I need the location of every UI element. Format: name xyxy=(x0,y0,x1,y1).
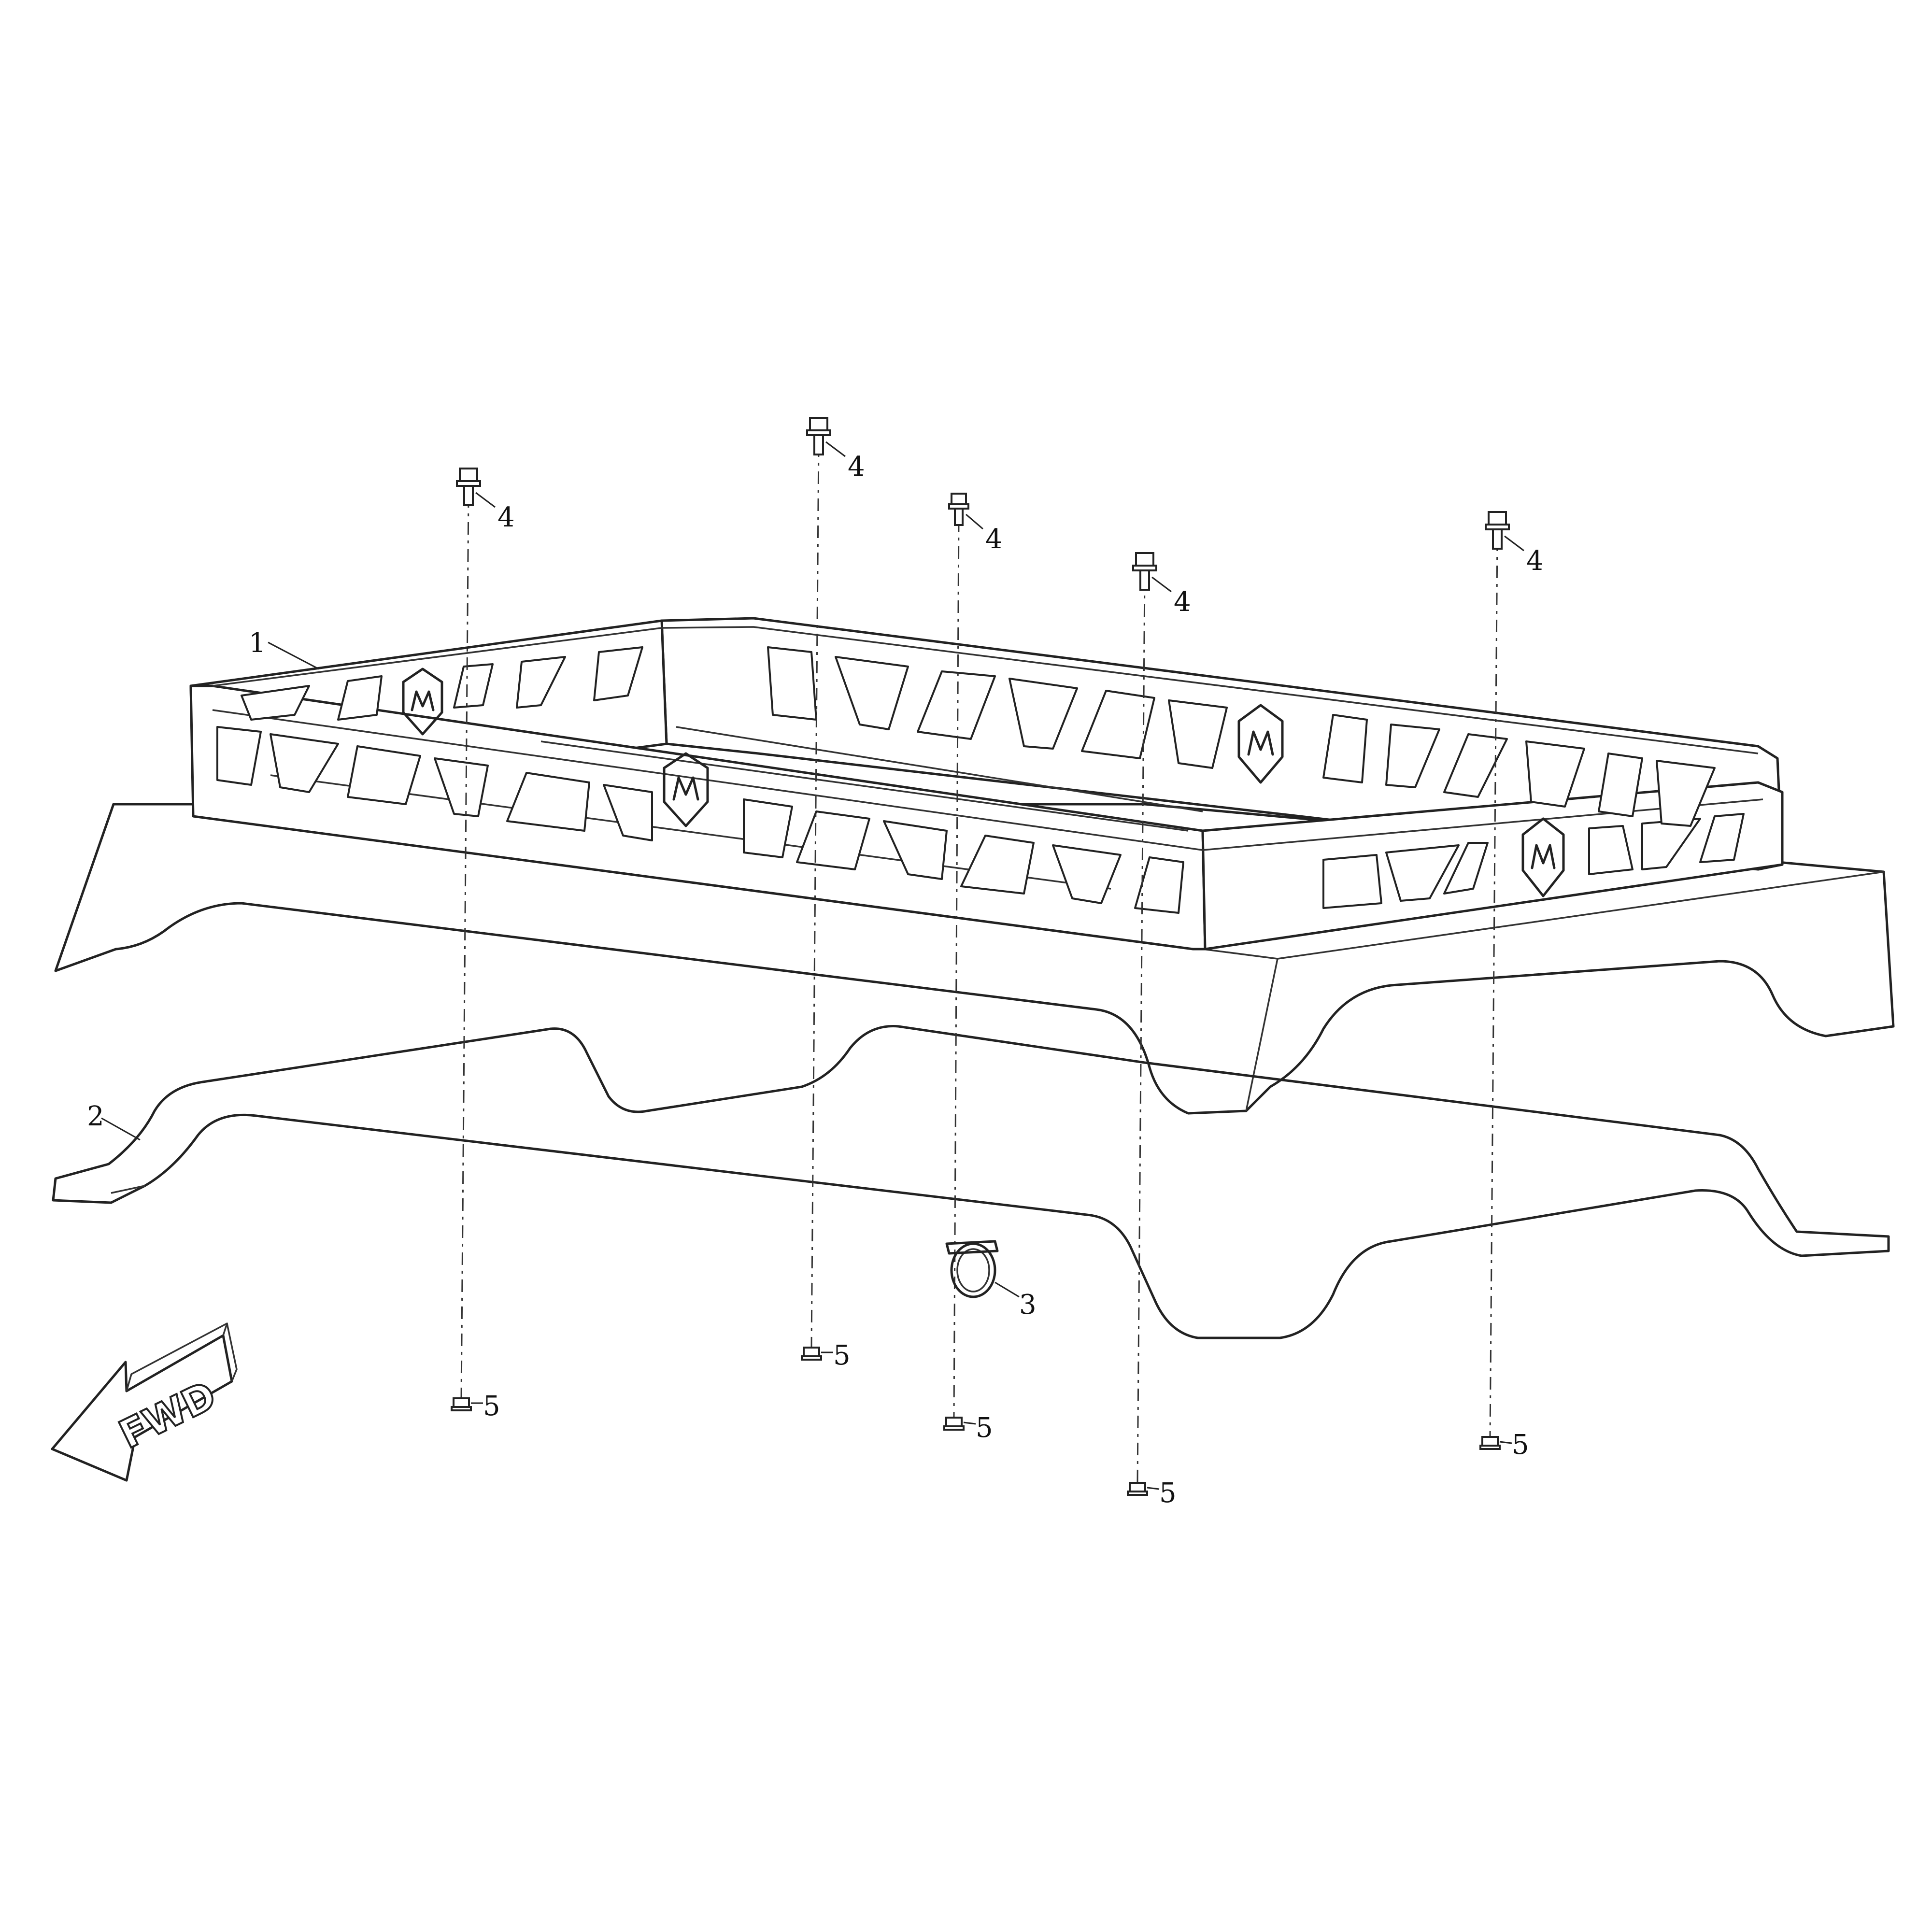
cargo-rack xyxy=(189,617,1784,951)
flange-nut-icon xyxy=(1127,1482,1148,1496)
callout-part-1: 1 xyxy=(249,627,266,659)
bolt-fasteners xyxy=(456,417,1510,591)
callout-part-4: 4 xyxy=(1174,586,1191,618)
flange-nut-icon xyxy=(943,1417,965,1431)
fwd-arrow-icon: FWD xyxy=(51,1322,238,1482)
callout-part-5: 5 xyxy=(833,1340,851,1371)
m-shield-logo-icon xyxy=(1237,704,1284,784)
flange-bolt-icon xyxy=(948,493,969,526)
flange-bolt-icon xyxy=(456,468,481,506)
flange-nut-icon xyxy=(801,1347,822,1361)
callout-part-4: 4 xyxy=(985,524,1003,555)
leader-lines xyxy=(101,441,1524,1490)
flange-bolt-icon xyxy=(1485,511,1510,550)
m-shield-logo-icon xyxy=(1521,817,1565,897)
hose-clamp xyxy=(945,1240,999,1298)
callout-part-4: 4 xyxy=(848,451,865,483)
callout-part-4: 4 xyxy=(497,502,515,533)
callout-part-4: 4 xyxy=(1526,545,1544,577)
callout-part-2: 2 xyxy=(87,1101,104,1132)
callout-part-5: 5 xyxy=(976,1412,993,1444)
callout-part-5: 5 xyxy=(483,1391,500,1422)
m-shield-logo-icon xyxy=(663,752,709,827)
seal-strip xyxy=(52,1025,1890,1339)
flange-bolt-icon xyxy=(806,417,831,455)
callout-part-5: 5 xyxy=(1512,1429,1529,1461)
callout-labels: 1 2 3 4 4 4 4 4 5 5 5 5 5 xyxy=(87,451,1544,1509)
callout-part-3: 3 xyxy=(1019,1289,1037,1321)
assembly-lines xyxy=(460,444,1498,1483)
callout-part-5: 5 xyxy=(1159,1477,1177,1509)
nut-fasteners xyxy=(451,1347,1501,1496)
m-shield-logo-icon xyxy=(402,668,443,736)
flange-bolt-icon xyxy=(1132,552,1157,591)
flange-nut-icon xyxy=(451,1397,472,1411)
flange-nut-icon xyxy=(1479,1436,1501,1450)
